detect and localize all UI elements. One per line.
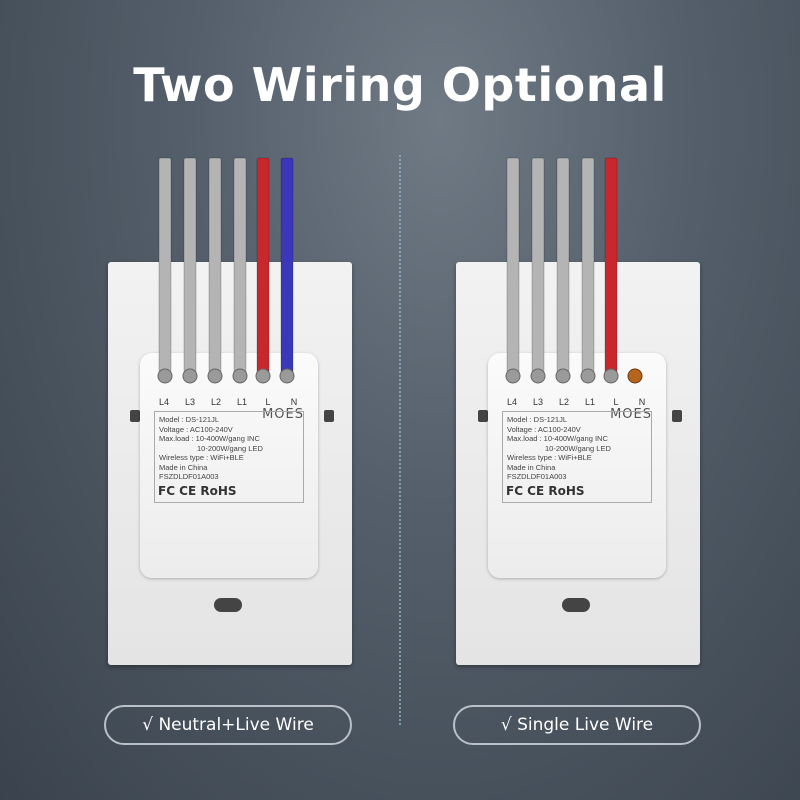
switch-module: L4 L3 L2 L1 L N MOES Model : DS-121JL Vo… (488, 353, 666, 578)
terminal-label: N (638, 397, 646, 407)
terminal-screw (157, 368, 173, 384)
terminal-label: L1 (236, 397, 247, 407)
spec-voltage: Voltage : AC100-240V (159, 424, 233, 434)
center-divider (399, 155, 401, 725)
spec-maxload-led: 10-200W/gang LED (545, 443, 611, 453)
brand-logo: MOES (262, 407, 304, 422)
wire-gray (506, 157, 520, 381)
mount-hole (478, 410, 488, 422)
terminal-screw (530, 368, 546, 384)
mount-hole (324, 410, 334, 422)
terminal-label: L (265, 397, 271, 407)
cert-marks: FC CE RoHS (158, 484, 237, 498)
terminal-screw (255, 368, 271, 384)
terminal-label: L2 (210, 397, 221, 407)
terminal-label: L2 (558, 397, 569, 407)
terminal-label: L (613, 397, 619, 407)
terminal-label: L1 (584, 397, 595, 407)
spec-label: Model : DS-121JL Voltage : AC100-240V Ma… (154, 411, 304, 503)
switch-module: L4 L3 L2 L1 L N MOES Model : DS-121JL Vo… (140, 353, 318, 578)
switch-back-neutral-live: L4 L3 L2 L1 L N MOES Model : DS-121JL Vo… (100, 155, 360, 670)
wire-gray (556, 157, 570, 381)
wire-blue (280, 157, 294, 381)
terminal-label: L3 (532, 397, 543, 407)
terminal-screw (232, 368, 248, 384)
spec-code: FSZDLDF01A003 (507, 472, 567, 481)
terminal-label: L4 (506, 397, 517, 407)
screw-slot (562, 598, 590, 612)
spec-model: Model : DS-121JL (507, 415, 568, 424)
wire-gray (531, 157, 545, 381)
terminal-screw (182, 368, 198, 384)
wire-gray (233, 157, 247, 381)
spec-code: FSZDLDF01A003 (159, 472, 219, 481)
spec-maxload: Max.load : 10-400W/gang INC (159, 434, 260, 443)
terminal-screw (505, 368, 521, 384)
terminal-label: L4 (158, 397, 169, 407)
wires (505, 157, 643, 384)
option-single-live: √ Single Live Wire (453, 705, 701, 745)
terminal-screw (207, 368, 223, 384)
wires (157, 157, 295, 384)
terminal-label: L3 (184, 397, 195, 407)
terminal-screw (279, 368, 295, 384)
wire-gray (581, 157, 595, 381)
mount-hole (672, 410, 682, 422)
spec-maxload-led: 10-200W/gang LED (197, 443, 263, 453)
wire-red (256, 157, 270, 381)
spec-voltage: Voltage : AC100-240V (507, 424, 581, 434)
wire-red (604, 157, 618, 381)
cert-marks: FC CE RoHS (506, 484, 585, 498)
spec-wireless: Wireless type : WiFi+BLE (507, 453, 592, 462)
wire-gray (208, 157, 222, 381)
terminal-screw (555, 368, 571, 384)
option-neutral-live: √ Neutral+Live Wire (104, 705, 352, 745)
spec-wireless: Wireless type : WiFi+BLE (159, 453, 244, 462)
screw-slot (214, 598, 242, 612)
terminal-labels: L4 L3 L2 L1 L N (154, 397, 304, 407)
wire-gray (183, 157, 197, 381)
terminal-screw (603, 368, 619, 384)
spec-origin: Made in China (507, 462, 556, 472)
terminal-labels: L4 L3 L2 L1 L N (502, 397, 652, 407)
mount-hole (130, 410, 140, 422)
empty-neutral-terminal (627, 368, 643, 384)
spec-origin: Made in China (159, 462, 208, 472)
terminal-label: N (290, 397, 298, 407)
spec-maxload: Max.load : 10-400W/gang INC (507, 434, 608, 443)
switch-back-single-live: L4 L3 L2 L1 L N MOES Model : DS-121JL Vo… (448, 155, 708, 670)
spec-label: Model : DS-121JL Voltage : AC100-240V Ma… (502, 411, 652, 503)
page-title: Two Wiring Optional (133, 58, 667, 112)
spec-model: Model : DS-121JL (159, 415, 220, 424)
brand-logo: MOES (610, 407, 652, 422)
wire-gray (158, 157, 172, 381)
terminal-screw (580, 368, 596, 384)
